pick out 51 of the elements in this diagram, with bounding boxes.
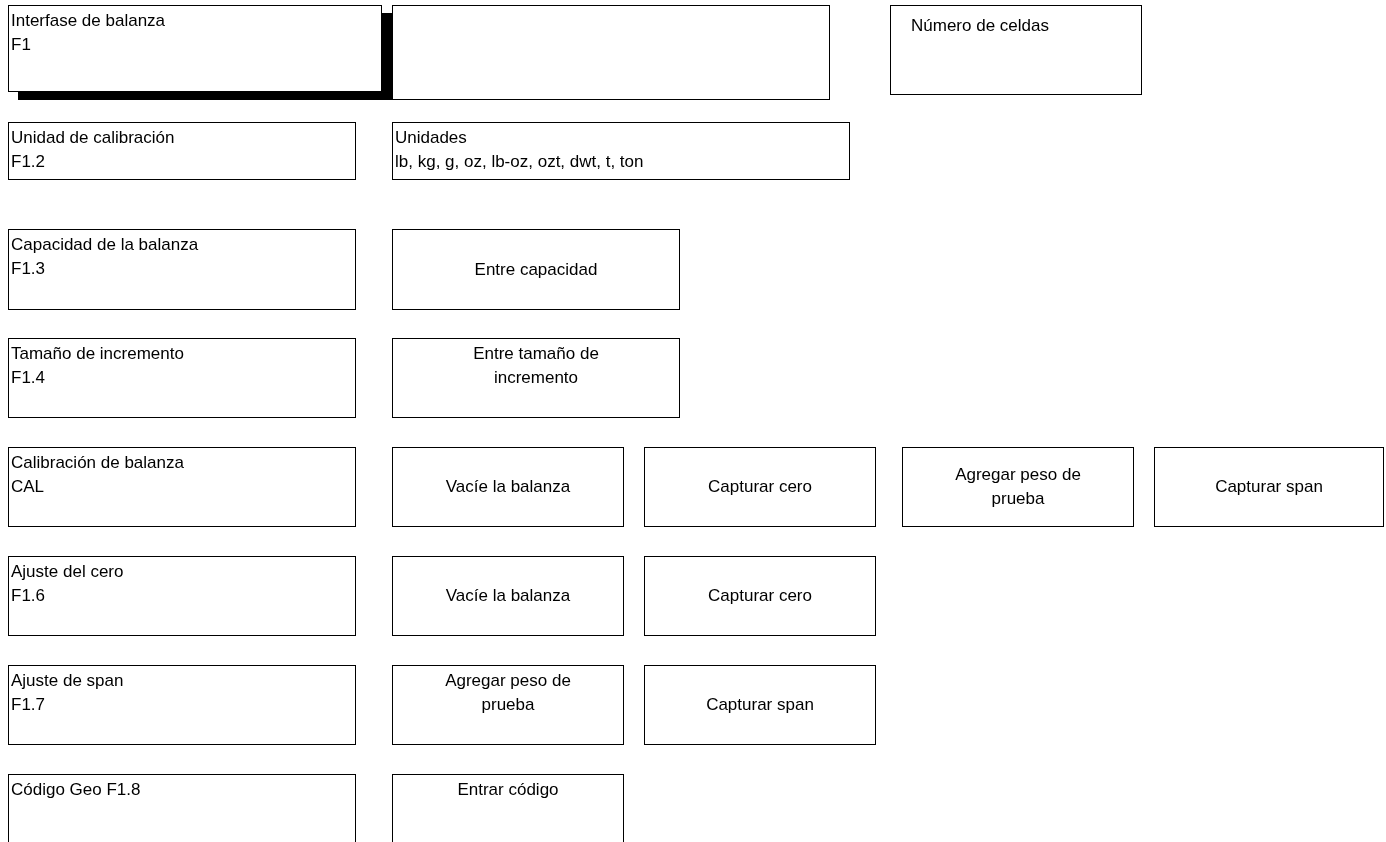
box-detail: lb, kg, g, oz, lb-oz, ozt, dwt, t, ton [395,151,644,173]
menu-box [392,774,624,842]
menu-box [8,665,356,745]
box-title: Vacíe la balanza [445,585,571,607]
box-title: Código Geo F1.8 [11,779,141,801]
box-title: Ajuste del cero [11,561,124,583]
box-detail: F1.6 [11,585,46,607]
menu-box [8,122,356,180]
box-title: Número de celdas [911,15,1049,37]
box-title: Interfase de balanza [11,10,166,32]
menu-box [8,447,356,527]
box-detail: F1 [11,34,31,56]
menu-box [392,556,624,636]
box-title: Vacíe la balanza [445,476,571,498]
box-detail: F1.4 [11,367,46,389]
box-title: Calibración de balanza [11,452,184,474]
menu-box [8,229,356,310]
box-title: Unidad de calibración [11,127,175,149]
box-title: Entrar código [457,779,559,801]
box-title: Unidades [395,127,467,149]
menu-box [644,447,876,527]
box-detail: F1.3 [11,258,46,280]
menu-box [890,5,1142,95]
box-title: Entre capacidad [474,258,598,281]
menu-box [644,665,876,745]
box-detail: CAL [11,476,45,498]
menu-box [8,338,356,418]
box-title: Agregar peso de prueba [954,464,1082,510]
menu-box [1154,447,1384,527]
box-title: Capturar cero [708,476,812,498]
box-title: Capturar span [1215,476,1323,498]
menu-box [392,229,680,310]
box-title: Capturar span [706,694,814,716]
box-title: Agregar peso de prueba [444,670,572,716]
menu-box [392,665,624,745]
menu-box [644,556,876,636]
box-detail: F1.7 [11,694,46,716]
box-title: Ajuste de span [11,670,124,692]
menu-box [392,122,850,180]
menu-box [392,447,624,527]
menu-box [902,447,1134,527]
box-detail: F1.2 [11,151,46,173]
box-title: Entre tamaño de incremento [472,343,600,389]
box-title: Capacidad de la balanza [11,234,199,256]
box-title: Capturar cero [708,585,812,607]
menu-box [8,774,356,842]
menu-box [8,556,356,636]
box-title: Tamaño de incremento [11,343,184,365]
empty-box [392,5,830,100]
menu-box [392,338,680,418]
menu-box [8,5,382,92]
